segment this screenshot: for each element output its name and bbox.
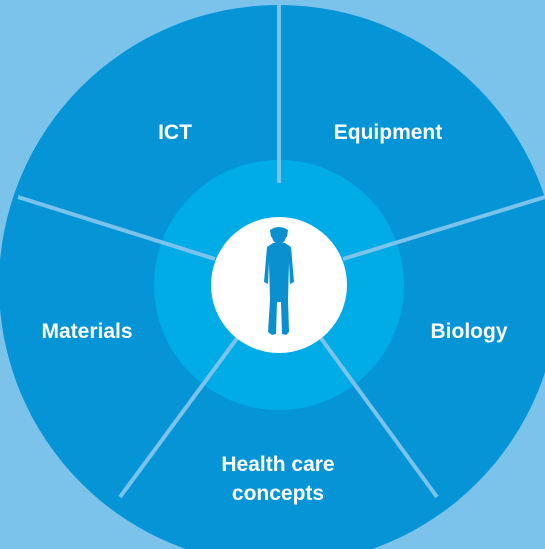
divider-materials-ict	[17, 195, 216, 261]
segment-label-ict: ICT	[158, 121, 192, 144]
segment-label-healthcare-line2: concepts	[232, 482, 324, 505]
divider-equipment-biology	[342, 195, 545, 261]
divider-biology-healthcare	[318, 335, 439, 499]
segment-label-materials: Materials	[41, 320, 132, 343]
divider-healthcare-materials	[118, 335, 240, 499]
person-silhouette-icon	[264, 227, 294, 335]
segment-label-biology: Biology	[431, 320, 508, 343]
segment-label-equipment: Equipment	[334, 121, 443, 144]
segment-label-healthcare-line1: Health care	[221, 453, 334, 476]
